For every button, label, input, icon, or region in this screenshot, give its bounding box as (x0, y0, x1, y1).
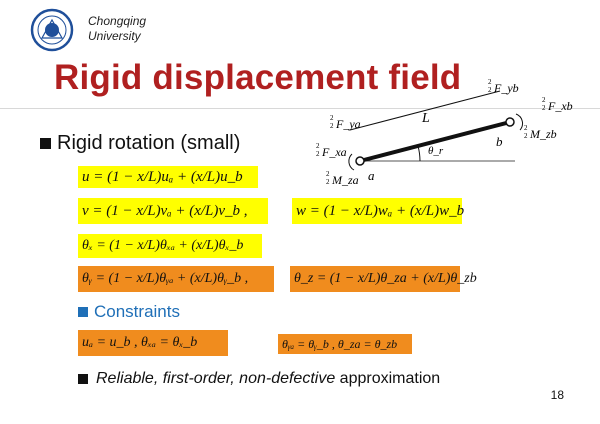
label-Mza: M_za (331, 173, 359, 187)
university-seal-icon (30, 8, 74, 52)
moment-a-arc (348, 153, 355, 171)
bullet-approximation: Reliable, first-order, non-defective app… (78, 370, 440, 388)
equation-v: v = (1 − x/L)vₐ + (x/L)v_b , (78, 198, 268, 224)
node-b (505, 117, 515, 127)
svg-text:2: 2 (330, 122, 334, 130)
title-divider (0, 108, 600, 109)
constraint-u-thetax: uₐ = u_b , θₓₐ = θₓ_b (78, 330, 228, 356)
svg-text:2: 2 (316, 142, 320, 150)
svg-text:2: 2 (524, 132, 528, 140)
label-Mzb: M_zb (529, 127, 557, 141)
svg-text:2: 2 (542, 96, 546, 104)
svg-text:2: 2 (488, 78, 492, 86)
svg-text:2: 2 (524, 124, 528, 132)
label-a: a (368, 168, 375, 183)
svg-text:2: 2 (542, 104, 546, 112)
slide-title: Rigid displacement field (54, 58, 462, 97)
svg-text:2: 2 (330, 114, 334, 122)
bullet-constraints: Constraints (78, 302, 180, 322)
university-name: Chongqing University (88, 14, 147, 43)
label-theta-r: θ_r (428, 145, 444, 157)
label-Fxa: F_xa (321, 145, 347, 159)
equation-theta-z: θ_z = (1 − x/L)θ_za + (x/L)θ_zb (290, 266, 477, 292)
equation-theta-x: θₓ = (1 − x/L)θₓₐ + (x/L)θₓ_b (78, 234, 262, 258)
svg-text:2: 2 (316, 150, 320, 158)
constraint-thetay-thetaz: θᵧₐ = θᵧ_b , θ_za = θ_zb (278, 334, 412, 354)
square-bullet-icon (78, 307, 88, 317)
equation-w: w = (1 − x/L)wₐ + (x/L)w_b (292, 198, 464, 224)
angle-arc (417, 145, 421, 162)
square-bullet-icon (40, 138, 51, 149)
equation-theta-y: θᵧ = (1 − x/L)θᵧₐ + (x/L)θᵧ_b , (78, 266, 274, 292)
node-a (355, 156, 365, 166)
svg-text:2: 2 (326, 178, 330, 186)
equation-u: u = (1 − x/L)uₐ + (x/L)u_b (78, 166, 258, 188)
label-b: b (496, 134, 503, 149)
page-number: 18 (550, 388, 564, 402)
label-Fxb: F_xb (547, 99, 573, 113)
svg-text:2: 2 (488, 86, 492, 94)
label-Fya: F_ya (335, 117, 361, 131)
beam-diagram: L a b θ_r 2 2 F_ya 2 2 F_xa 2 2 M_za 2 2… (316, 78, 573, 187)
bullet-rigid-rotation: Rigid rotation (small) (40, 132, 240, 155)
moment-b-arc (515, 113, 524, 131)
label-L: L (421, 111, 430, 126)
beam-element (359, 120, 511, 163)
svg-text:2: 2 (326, 170, 330, 178)
square-bullet-icon (78, 374, 88, 384)
label-Fyb: F_yb (493, 81, 519, 95)
length-dimension (349, 90, 501, 131)
